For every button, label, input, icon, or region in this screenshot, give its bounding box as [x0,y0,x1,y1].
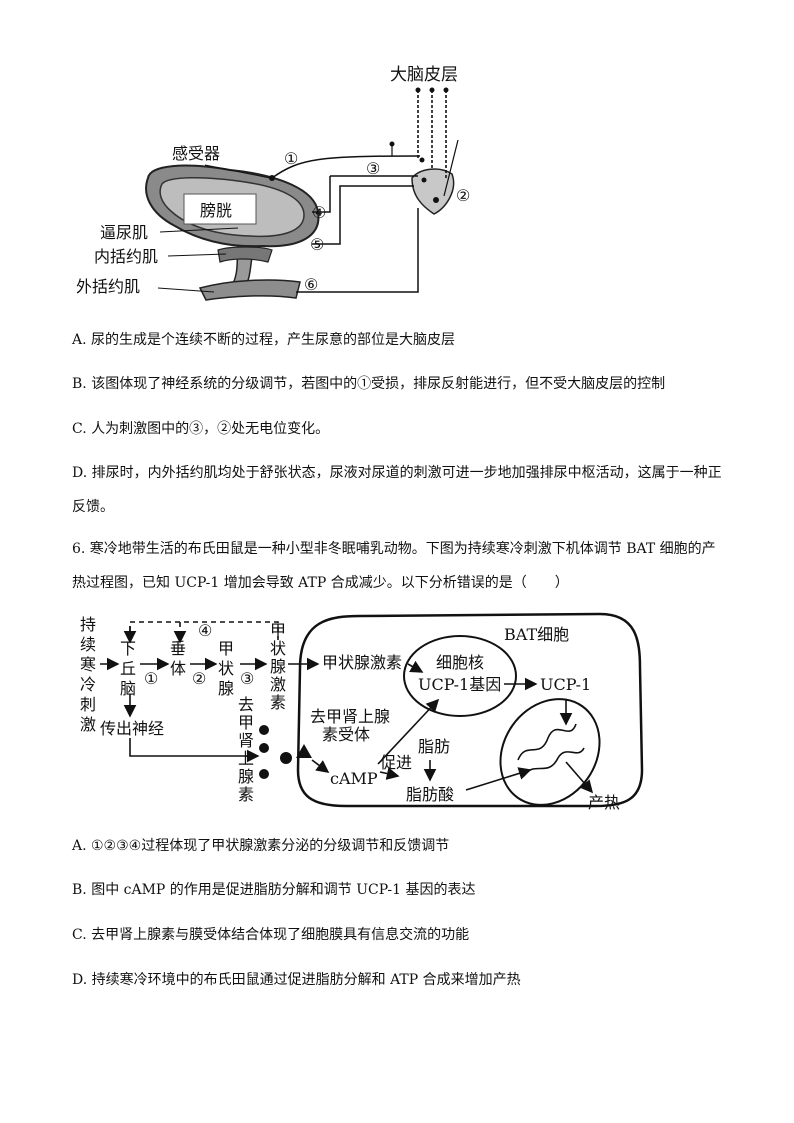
bat-thermogenesis-figure: 持续寒冷刺激 下丘脑 垂体 甲状腺 甲状腺激素 去甲肾上腺素 传出神经 BAT细… [70,608,650,818]
pituitary-vertical: 垂体 [170,639,186,678]
pathway-5-label: ⑤ [310,235,324,254]
ucp1-label: UCP-1 [540,675,591,694]
pathway-2-label: ② [456,186,470,205]
bat-cell-label: BAT细胞 [504,625,569,644]
step-4-label: ④ [198,621,212,640]
step-1-label: ① [144,669,158,688]
efferent-nerve-label: 传出神经 [100,719,164,738]
bladder-label: 膀胱 [200,201,232,220]
q6-option-a: A. ①②③④过程体现了甲状腺激素分泌的分级调节和反馈调节 [72,838,450,854]
q5-option-c: C. 人为刺激图中的③，②处无电位变化。 [72,421,330,437]
bladder-reflex-figure: 大脑皮层 感受器 膀胱 逼尿肌 内括约肌 外括约肌 ① ② ③ ④ ⑤ ⑥ [60,60,480,310]
mitochondrion-cristae [517,723,585,777]
stimulus-vertical: 持续寒冷刺激 [80,615,96,734]
pathway-6-label: ⑥ [304,275,318,294]
q6-option-d: D. 持续寒冷环境中的布氏田鼠通过促进脂肪分解和 ATP 合成来增加产热 [72,972,521,988]
fatty-acid-label: 脂肪酸 [406,785,454,804]
external-sphincter-label: 外括约肌 [76,277,140,296]
bladder-label-box [183,193,257,225]
receptor-label-1: 去甲肾上腺 [310,707,390,726]
q6-option-b: B. 图中 cAMP 的作用是促进脂肪分解和调节 UCP-1 基因的表达 [72,882,476,898]
external-sphincter-shape [198,279,301,301]
fat-label: 脂肪 [418,737,450,756]
pathway-4-label: ④ [312,203,326,222]
thyroid-hormone-vertical: 甲状腺激素 [270,621,286,712]
pathway-3-label: ③ [366,159,380,178]
q5-option-d: D. 排尿时，内外括约肌均处于舒张状态，尿液对尿道的刺激可进一步地加强排尿中枢活… [72,465,722,515]
promote-label: 促进 [380,753,412,772]
receptor-shape [296,744,312,758]
nucleus-label: 细胞核 [436,653,484,672]
bat-cell-outline [296,612,644,808]
mitochondrion-shape [499,698,601,806]
heat-label: 产热 [588,793,620,812]
pathway-1-label: ① [284,149,298,168]
q5-option-a: A. 尿的生成是个连续不断的过程，产生尿意的部位是大脑皮层 [72,332,456,348]
norepinephrine-vertical: 去甲肾上腺素 [238,695,254,804]
q6-option-c: C. 去甲肾上腺素与膜受体结合体现了细胞膜具有信息交流的功能 [72,927,470,943]
internal-sphincter-label: 内括约肌 [94,247,158,266]
hypothalamus-vertical: 下丘脑 [120,639,136,698]
step-2-label: ② [192,669,206,688]
spinal-cord-shape [411,168,455,215]
thyroid-hormone-label: 甲状腺激素 [322,653,402,672]
detrusor-label: 逼尿肌 [100,223,148,242]
receptor-label: 感受器 [172,144,220,163]
ucp1-gene-label: UCP-1基因 [418,675,501,694]
camp-label: cAMP [330,769,378,788]
thyroid-vertical: 甲状腺 [218,639,234,698]
q6-stem: 6. 寒冷地带生活的布氏田鼠是一种小型非冬眠哺乳动物。下图为持续寒冷刺激下机体调… [72,541,716,591]
receptor-label-2: 素受体 [322,725,370,744]
step-3-label: ③ [240,669,254,688]
nucleus-shape [403,635,517,717]
cortex-label: 大脑皮层 [390,65,458,85]
internal-sphincter-shape [217,246,273,263]
q5-option-b: B. 该图体现了神经系统的分级调节，若图中的①受损，排尿反射能进行，但不受大脑皮… [72,376,666,392]
